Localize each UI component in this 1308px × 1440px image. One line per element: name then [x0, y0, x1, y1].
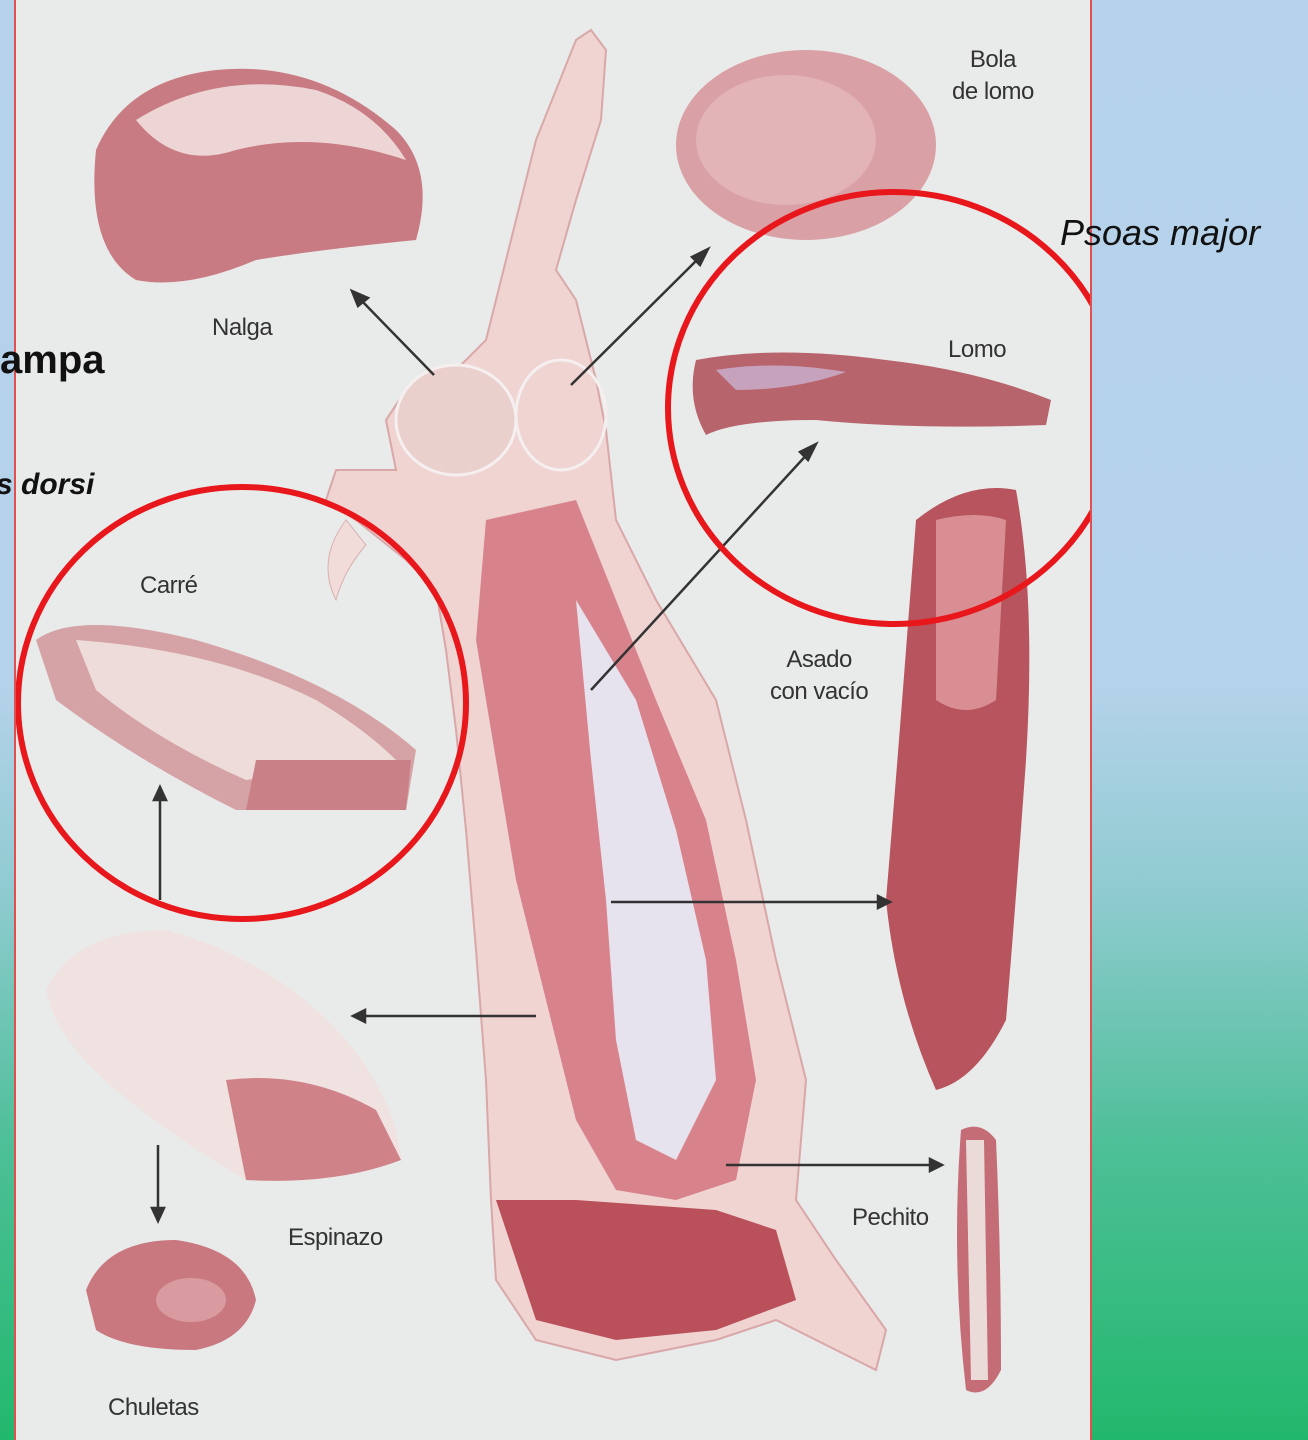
pork-cuts-drawing — [16, 0, 1092, 1440]
label-bola-line2: de lomo — [952, 76, 1034, 108]
label-asado-line2: con vacío — [770, 676, 868, 708]
label-lomo: Lomo — [948, 334, 1006, 366]
label-nalga: Nalga — [212, 312, 272, 344]
campa-text-fragment: ampa — [0, 338, 105, 383]
label-asado-line1: Asado — [770, 644, 868, 676]
pechito-cut-image — [957, 1127, 1001, 1393]
label-chuletas: Chuletas — [108, 1392, 199, 1424]
psoas-major-label: Psoas major — [1060, 212, 1260, 254]
dorsi-text-fragment: s dorsi — [0, 468, 94, 502]
chuletas-cut-image — [86, 1240, 256, 1350]
label-espinazo: Espinazo — [288, 1222, 383, 1254]
label-bola-line1: Bola — [952, 44, 1034, 76]
label-pechito: Pechito — [852, 1202, 929, 1234]
arrow-nalga — [358, 297, 434, 375]
label-asado-con-vacio: Asado con vacío — [770, 644, 868, 709]
label-bola-de-lomo: Bola de lomo — [952, 44, 1034, 109]
espinazo-cut-image — [46, 930, 401, 1181]
label-carre: Carré — [140, 570, 198, 602]
arrow-bola — [571, 255, 702, 385]
carre-cut-image — [36, 625, 416, 810]
pork-cuts-illustration: Nalga Bola de lomo Lomo Carré Asado con … — [14, 0, 1092, 1440]
nalga-cut-image — [94, 69, 422, 283]
asado-con-vacio-cut-image — [886, 488, 1029, 1090]
